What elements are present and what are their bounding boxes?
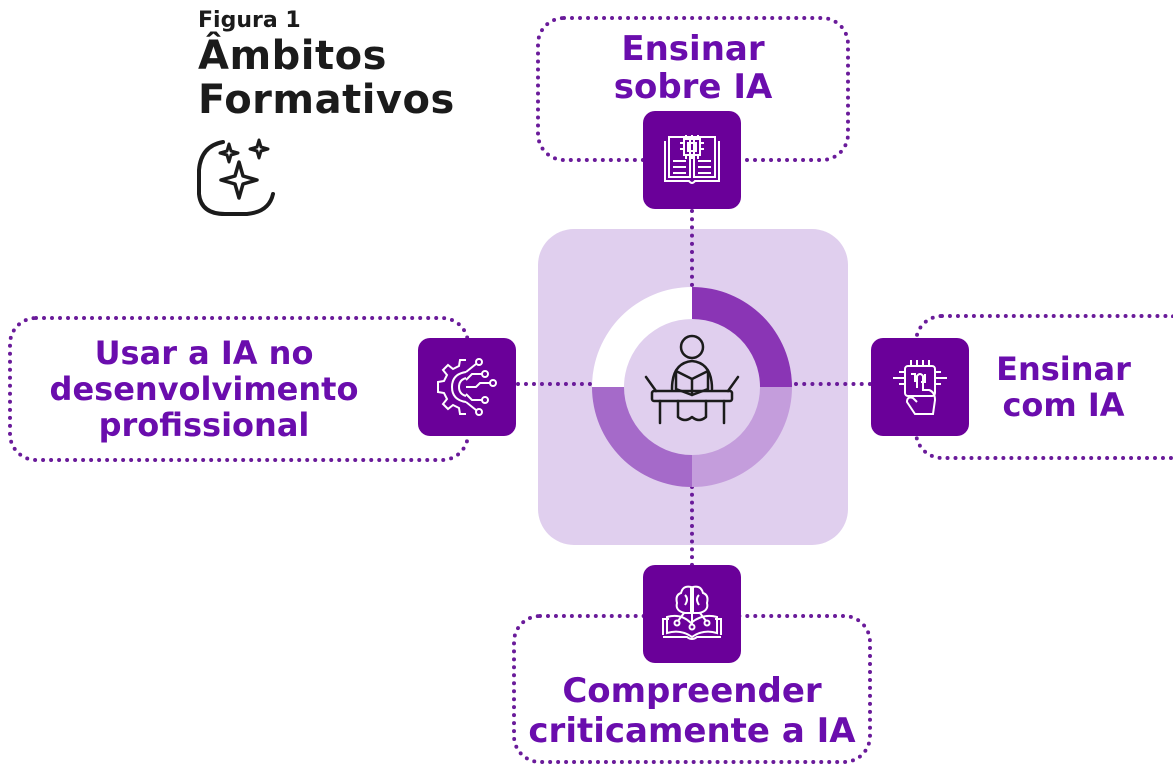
connector-right [794,382,872,386]
figure-label: Figura 1 [198,8,301,33]
figure-title-line2: Formativos [198,77,455,123]
node-right-line1: Ensinar [996,350,1131,388]
center-donut [592,287,792,487]
connector-top [690,209,694,287]
sparkles-icon [197,138,275,216]
connector-left [516,382,592,386]
node-top-line2: sobre IA [613,67,773,107]
connector-bottom [690,485,694,567]
figure-title-line1: Âmbitos [198,33,387,79]
node-left-line1: Usar a IA no [94,334,314,372]
gear-circuit-icon [437,358,497,416]
gear-circuit-icon-tile [418,338,516,436]
node-left-line2: desenvolvimento [49,370,359,408]
node-right-line2: com IA [1002,386,1125,424]
node-usar-ia-desenvolvimento: Usar a IA no desenvolvimento profissiona… [8,316,470,462]
circuit-book-icon-tile [643,111,741,209]
donut-segment-top-right [692,287,792,387]
circuit-book-icon [664,135,720,184]
node-top-line1: Ensinar [621,29,765,69]
node-left-line3: profissional [98,406,310,444]
reader-at-desk-icon [644,334,740,425]
node-bottom-line1: Compreender [562,671,822,711]
touch-chip-icon [893,360,947,415]
donut-segment-bottom-left [592,387,692,487]
brain-book-icon-tile [643,565,741,663]
donut-segment-bottom-right [692,387,792,487]
touch-chip-icon-tile [871,338,969,436]
donut-segment-top-left [592,287,692,387]
node-bottom-line2: criticamente a IA [528,711,856,751]
brain-book-icon [662,585,722,640]
figure-title-block: Figura 1 Âmbitos Formativos [198,8,455,122]
